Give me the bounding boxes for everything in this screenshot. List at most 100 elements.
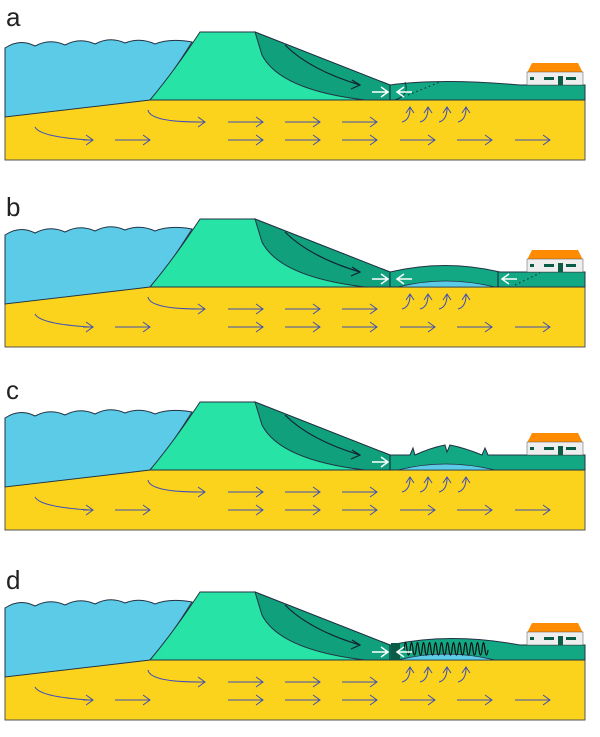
river-water (4, 226, 193, 305)
groundwater-flow-arrow (83, 134, 94, 146)
groundwater-flow-arrow (115, 694, 151, 706)
house-window (530, 447, 534, 450)
flow-arrow-edge-left (500, 273, 517, 285)
upward-seepage-arrow (457, 666, 471, 683)
upward-seepage-arrow (457, 476, 471, 493)
groundwater-flow-arrow (515, 504, 551, 516)
groundwater-flow-arrow (115, 134, 151, 146)
groundwater-flow-arrow (342, 676, 378, 688)
groundwater-flow-arrow (228, 486, 264, 498)
groundwater-flow-arrow (228, 116, 264, 128)
panel-d (4, 591, 586, 721)
sand-aquifer (4, 469, 586, 531)
upward-seepage-arrow (438, 106, 452, 123)
groundwater-flow-curve (34, 496, 91, 511)
house-window (530, 637, 534, 640)
panel-label-b: b (6, 192, 21, 222)
sand-aquifer (4, 99, 586, 161)
groundwater-flow-arrow (285, 303, 321, 315)
groundwater-flow-arrow (195, 676, 206, 688)
house-roof (527, 433, 583, 443)
house-door (558, 636, 563, 645)
panel-label-a: a (6, 2, 21, 32)
groundwater-flow-arrow (228, 676, 264, 688)
panel-label-c: c (6, 375, 19, 405)
groundwater-flow-arrow (457, 321, 493, 333)
river-water (4, 39, 193, 118)
groundwater-flow-arrow (83, 504, 94, 516)
house-wall (526, 258, 584, 273)
upward-seepage-arrow (438, 293, 452, 310)
groundwater-flow-curve (147, 479, 201, 493)
upward-seepage-arrow (419, 106, 433, 123)
seepage-arrowhead (350, 79, 362, 90)
flow-arrow-toe-right (372, 456, 390, 468)
house-window (530, 264, 534, 267)
panel-c (4, 401, 586, 531)
groundwater-flow-arrow (228, 321, 264, 333)
flow-arrow-toe-left (395, 273, 412, 285)
groundwater-flow-arrow (285, 116, 321, 128)
house-roof (527, 250, 583, 260)
flow-arrow-toe-left (395, 86, 412, 98)
groundwater-flow-arrow (115, 504, 151, 516)
groundwater-flow-arrow (400, 321, 436, 333)
groundwater-flow-arrow (285, 504, 321, 516)
polder-clay-layer (389, 81, 586, 101)
groundwater-flow-arrow (195, 303, 206, 315)
house-door (558, 76, 563, 85)
upward-seepage-arrow (401, 106, 415, 123)
groundwater-flow-arrow (457, 134, 493, 146)
upward-seepage-arrow (457, 106, 471, 123)
pipe-block (391, 643, 400, 660)
groundwater-flow-arrow (285, 694, 321, 706)
house-window (566, 447, 576, 450)
groundwater-flow-arrow (342, 504, 378, 516)
groundwater-flow-arrow (115, 321, 151, 333)
house-door (558, 446, 563, 455)
groundwater-flow-curve (147, 669, 201, 683)
groundwater-flow-arrow (83, 694, 94, 706)
seepage-arrowhead (350, 266, 362, 277)
upward-seepage-arrow (419, 476, 433, 493)
house-window (566, 77, 576, 80)
dotted-crack-line (407, 81, 441, 96)
groundwater-flow-arrow (342, 321, 378, 333)
groundwater-flow-arrow (285, 676, 321, 688)
seepage-line (284, 231, 361, 273)
groundwater-flow-arrow (83, 321, 94, 333)
groundwater-flow-curve (147, 296, 201, 310)
groundwater-flow-arrow (285, 486, 321, 498)
house-window (544, 264, 554, 267)
seepage-line (284, 604, 361, 646)
groundwater-flow-curve (34, 126, 91, 141)
dotted-crack-line (514, 272, 541, 286)
groundwater-flow-arrow (195, 116, 206, 128)
groundwater-flow-arrow (400, 504, 436, 516)
seepage-line (284, 44, 361, 86)
groundwater-flow-arrow (228, 134, 264, 146)
groundwater-flow-curve (34, 686, 91, 701)
groundwater-flow-arrow (228, 303, 264, 315)
uplift-curve (394, 81, 407, 101)
groundwater-flow-arrow (400, 694, 436, 706)
upward-seepage-arrow (401, 293, 415, 310)
house-roof (527, 63, 583, 73)
flow-arrow-toe-right (372, 86, 390, 98)
groundwater-flow-arrow (285, 321, 321, 333)
sand-aquifer (4, 659, 586, 721)
flow-arrow-toe-left (395, 646, 412, 658)
upward-seepage-arrow (419, 293, 433, 310)
seepage-line (284, 414, 361, 456)
upward-seepage-arrow (401, 476, 415, 493)
flow-arrow-toe-right (372, 646, 390, 658)
groundwater-flow-arrow (457, 504, 493, 516)
groundwater-flow-arrow (457, 694, 493, 706)
upward-seepage-arrow (438, 666, 452, 683)
upward-seepage-arrow (401, 666, 415, 683)
house-window (530, 77, 534, 80)
house-window (544, 637, 554, 640)
groundwater-flow-arrow (515, 694, 551, 706)
panel-label-d: d (6, 565, 21, 595)
